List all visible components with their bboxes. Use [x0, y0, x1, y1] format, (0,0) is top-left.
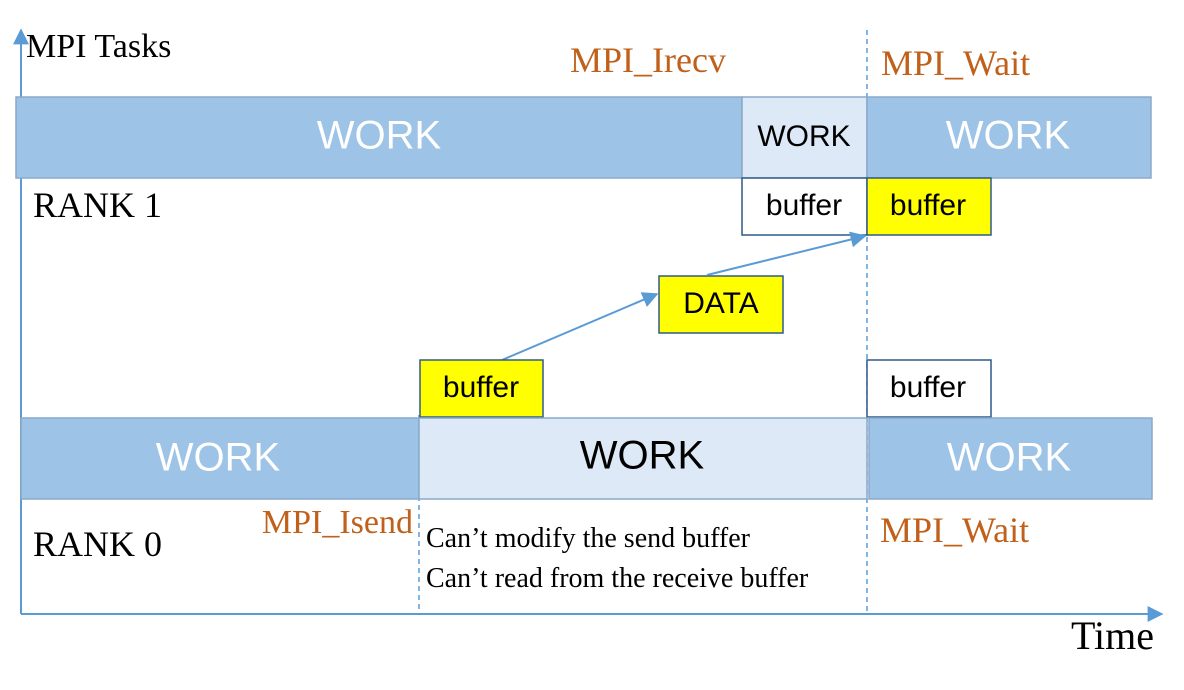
rank1-buffer-after: [866, 177, 992, 236]
rank1-label: RANK 1: [33, 185, 162, 225]
rank0-buffer-after: [866, 359, 992, 418]
data-message-label: DATA: [683, 287, 759, 320]
mpi-wait-rank1-label: MPI_Wait: [881, 43, 1030, 83]
rank1-buffer-before-label: buffer: [766, 189, 842, 222]
rank0-work-label-3: WORK: [947, 436, 1072, 480]
rank0-label: RANK 0: [33, 524, 162, 564]
rank1-work-label-3: WORK: [946, 114, 1071, 158]
rank1-work-label-1: WORK: [317, 114, 442, 158]
x-axis-label: Time: [1071, 613, 1154, 658]
receive-arrow: [706, 231, 867, 276]
rank0-buffer-after-label: buffer: [890, 371, 966, 404]
mpi-isend-label: MPI_Isend: [262, 504, 413, 541]
rank1-buffer-after-label: buffer: [890, 189, 966, 222]
rank0-work-label-1: WORK: [156, 436, 281, 480]
rank0-work-block-2: [418, 417, 868, 500]
rank0-work-block-1: [20, 417, 420, 500]
rank1-work-label-2: WORK: [757, 120, 850, 153]
rank0-note-line1: Can’t modify the send buffer: [426, 523, 751, 554]
data-message-box: [658, 275, 784, 334]
rank0-work-block-3: [868, 417, 1153, 500]
mpi-wait-rank0-label: MPI_Wait: [880, 510, 1029, 550]
y-axis-label: MPI Tasks: [26, 28, 171, 65]
rank0-buffer-before: [419, 359, 544, 418]
rank1-work-block-1: [15, 96, 743, 179]
rank1-buffer-before: [741, 177, 868, 236]
mpi-irecv-label: MPI_Irecv: [570, 40, 726, 80]
rank0-note-line2: Can’t read from the receive buffer: [426, 563, 809, 594]
rank1-work-block-3: [866, 96, 1152, 179]
rank0-work-label-2: WORK: [580, 434, 705, 478]
send-arrow: [501, 292, 659, 361]
rank0-buffer-before-label: buffer: [443, 371, 519, 404]
